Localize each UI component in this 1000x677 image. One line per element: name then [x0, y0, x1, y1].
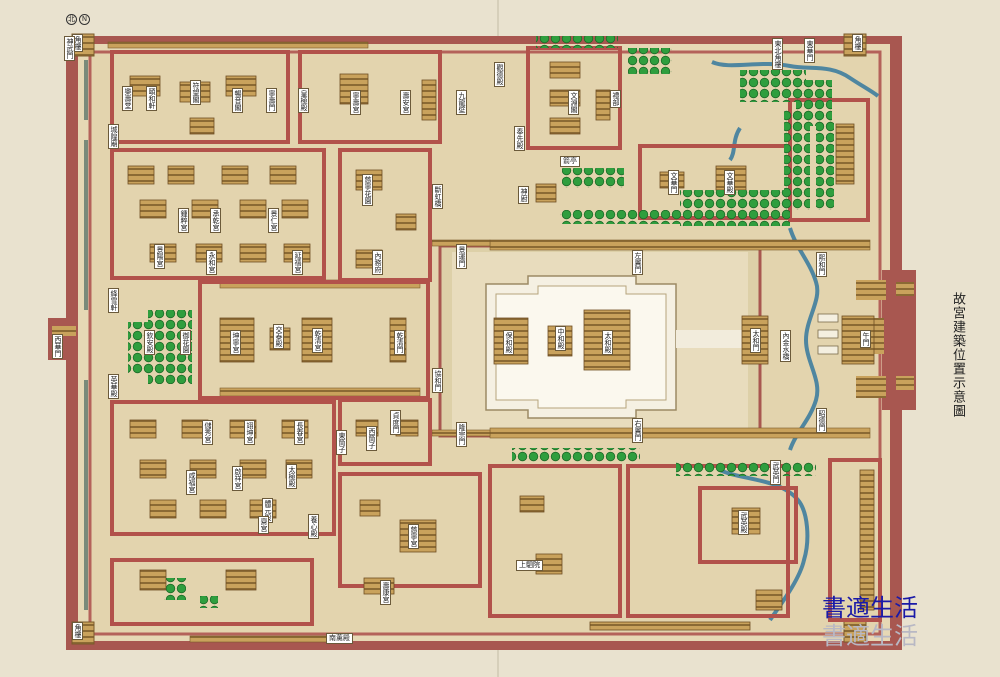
label-cininggong: 慈寧宮 [408, 524, 419, 549]
label-shenyan: 神廚 [518, 186, 529, 204]
label-longzong: 隆宗門 [456, 422, 467, 447]
label-xianfu: 咸福宮 [186, 470, 197, 495]
label-zhonghedian: 中和殿 [555, 326, 566, 351]
label-zuoyi: 左翼門 [632, 250, 643, 275]
label-northeast-tower: 角樓 [852, 34, 863, 52]
label-zhendu: 貞度門 [390, 410, 401, 435]
label-corner-ne2: 東北角樓 [772, 38, 783, 70]
label-jianting: 箭亭 [560, 156, 580, 167]
north-arrow-icon: N [79, 14, 90, 25]
watermark-line2: 書適生活 [822, 622, 918, 650]
label-jinshui: 內金水橋 [780, 330, 791, 362]
label-changyin: 暢音閣 [232, 88, 243, 113]
label-east-gate: 東華門 [804, 38, 815, 63]
label-yonghe: 永和宮 [206, 250, 217, 275]
label-jiangxuexuan: 絳雪軒 [108, 288, 119, 313]
west-guard-houses [84, 60, 88, 610]
label-wenhuamen: 文華門 [668, 170, 679, 195]
label-xihe: 熙和門 [816, 252, 827, 277]
map-title: 故宮建築位置示意圖 [950, 292, 965, 418]
label-ningshoumen: 寧壽門 [266, 88, 277, 113]
label-wuyingdian: 武英殿 [738, 510, 749, 535]
label-yikun: 翊坤宮 [244, 420, 255, 445]
label-baohedian: 保和殿 [503, 330, 514, 355]
label-chenghua: 城隍廟 [108, 124, 119, 149]
label-yuhuayuan: 御花園 [180, 330, 191, 355]
label-wuyingmen: 武英門 [770, 460, 781, 485]
label-guandi: 觀德殿 [494, 62, 505, 87]
label-zhongcui: 鍾粹宮 [178, 208, 189, 233]
north-label: 北 [66, 14, 77, 25]
label-yihe: 頤和軒 [146, 86, 157, 111]
label-nei: 內務府 [372, 250, 383, 275]
label-taiji: 太極殿 [286, 464, 297, 489]
label-qianqinggong: 乾清宮 [312, 328, 323, 353]
label-jingyunmen: 景運門 [456, 244, 467, 269]
label-shenwumen: 神武門 [64, 36, 75, 61]
label-shanglian: 上駟院 [516, 560, 543, 571]
label-wumen: 午門 [860, 330, 871, 348]
label-kunninggong: 坤寧宮 [230, 330, 241, 355]
label-jiuqiang: 九龍壁 [456, 90, 467, 115]
label-southwest-tower: 角樓 [72, 622, 83, 640]
watermark-line1: 書適生活 [822, 594, 918, 622]
label-xinuan: 西筒子 [366, 426, 377, 451]
label-zhaode: 昭德門 [816, 408, 827, 433]
label-chuxiu: 儲秀宮 [202, 420, 213, 445]
label-yinghua: 英華殿 [108, 374, 119, 399]
label-dongnuan: 東筒子 [336, 430, 347, 455]
label-changchun: 長春宮 [294, 420, 305, 445]
label-xiehe: 協和門 [432, 368, 443, 393]
label-fuwang: 符望閣 [190, 80, 201, 105]
label-jingyang: 景陽宮 [154, 244, 165, 269]
label-shoukanggong: 壽康宮 [380, 580, 391, 605]
label-chengqian: 承乾宮 [210, 208, 221, 233]
label-fengxian: 奉先殿 [514, 126, 525, 151]
label-wenhuadian: 文華殿 [724, 170, 735, 195]
label-nanxun: 南薰殿 [326, 633, 353, 644]
label-shouan: 壽安宮 [400, 90, 411, 115]
label-jingren: 景仁宮 [268, 208, 279, 233]
label-qianqingmen: 乾清門 [394, 330, 405, 355]
label-qixiang: 啟祥宮 [232, 466, 243, 491]
label-taihemen: 太和門 [750, 328, 761, 353]
label-huangjidian: 皇極殿 [298, 88, 309, 113]
label-qinandian: 欽安殿 [144, 330, 155, 355]
tree-groves [128, 36, 834, 608]
label-jiaotaidian: 交泰殿 [273, 324, 284, 349]
label-cinhuayuan: 慈寧花園 [362, 174, 373, 206]
label-ningshougong: 寧壽宮 [350, 90, 361, 115]
label-zhaiguan: 禮部 [610, 90, 621, 108]
label-yanqing: 延禧宮 [292, 250, 303, 275]
label-wenyuange: 文淵閣 [568, 90, 579, 115]
label-zhaixin: 齋宮 [258, 516, 269, 534]
label-taihedian: 太和殿 [602, 330, 613, 355]
label-shuiqiao: 斷虹橋 [432, 184, 443, 209]
label-west-gate: 西華門 [52, 334, 63, 359]
bridges [817, 313, 839, 355]
label-youyi: 右翼門 [632, 418, 643, 443]
label-leshou: 樂壽堂 [122, 86, 133, 111]
label-yangxindian: 養心殿 [308, 514, 319, 539]
